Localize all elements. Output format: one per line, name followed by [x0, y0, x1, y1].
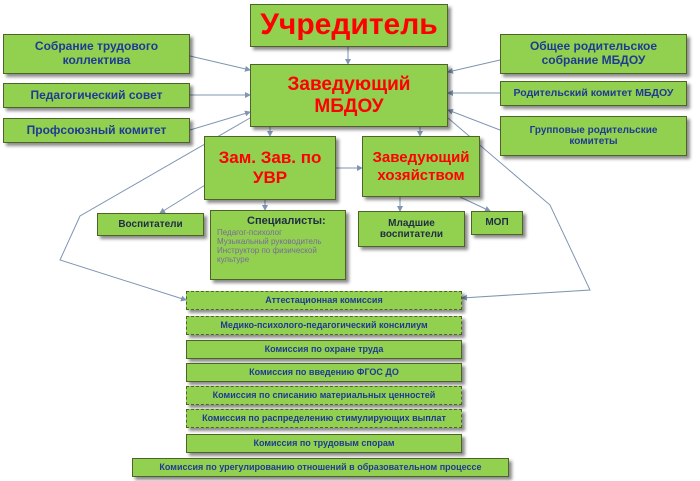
specialist-item: Педагог-психолог — [217, 227, 283, 237]
specialists-title: Специалисты: — [247, 215, 326, 227]
deputy-ahch-box: Заведующий хозяйством — [362, 136, 480, 197]
commission-5: Комиссия по списанию материальных ценнос… — [186, 386, 462, 405]
left-body-3: Профсоюзный комитет — [3, 118, 190, 143]
specialists-box: Специалисты: Педагог-психолог Музыкальны… — [210, 210, 346, 280]
deputy-uvr-box: Зам. Зав. по УВР — [204, 136, 336, 200]
left-body-2: Педагогический совет — [3, 83, 190, 108]
commission-3: Комиссия по охране труда — [186, 340, 462, 359]
specialist-item: Инструктор по физической культуре — [217, 246, 317, 265]
commission-1: Аттестационная комиссия — [186, 291, 462, 310]
educators-box: Воспитатели — [97, 213, 204, 236]
commission-8: Комиссия по урегулированию отношений в о… — [132, 458, 509, 477]
founder-box: Учредитель — [250, 4, 448, 47]
right-body-2: Родительский комитет МБДОУ — [500, 81, 687, 106]
right-body-1: Общее родительское собрание МБДОУ — [500, 34, 687, 74]
commission-6: Комиссия по распределению стимулирующих … — [186, 409, 462, 428]
commission-7: Комиссия по трудовым спорам — [186, 434, 462, 453]
head-box: Заведующий МБДОУ — [250, 64, 448, 127]
commission-4: Комиссия по введению ФГОС ДО — [186, 363, 462, 382]
left-body-1: Собрание трудового коллектива — [3, 34, 190, 74]
mop-box: МОП — [471, 211, 523, 235]
junior-educators-box: Младшие воспитатели — [358, 211, 465, 247]
right-body-3: Групповые родительские комитеты — [500, 116, 687, 156]
specialist-item: Музыкальный руководитель — [217, 236, 322, 246]
commission-2: Медико-психолого-педагогический консилиу… — [186, 316, 462, 335]
